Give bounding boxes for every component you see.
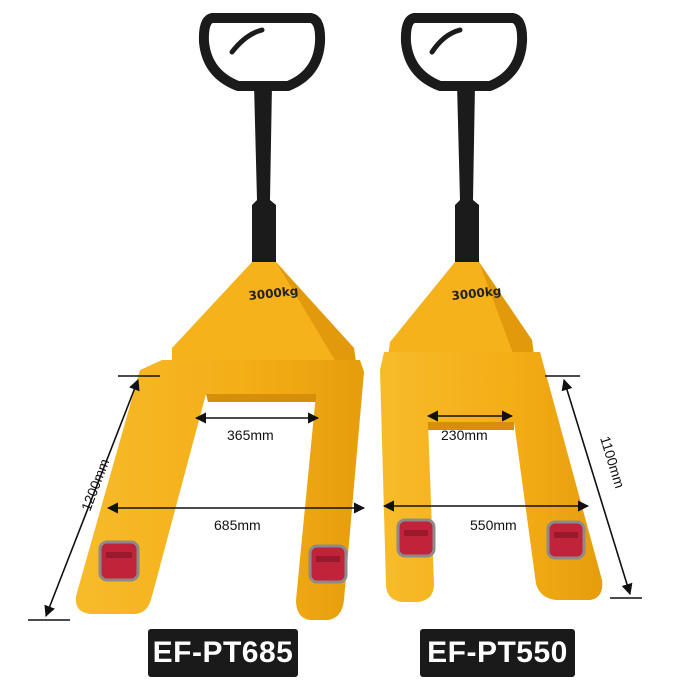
left-inner-width-label: 365mm (227, 427, 274, 443)
left-handle-shaft (252, 84, 276, 262)
left-fork-frame (75, 360, 365, 620)
left-length-line (44, 378, 140, 618)
left-handle-lever (229, 27, 265, 55)
left-model-label: EF-PT685 (148, 629, 298, 677)
left-chassis (172, 262, 356, 362)
right-length-line (561, 378, 633, 596)
left-wheel-right (308, 544, 348, 584)
right-outer-width-label: 550mm (470, 517, 517, 533)
right-wheel-right (546, 520, 586, 560)
right-wheel-left (396, 518, 436, 558)
right-model-label: EF-PT550 (420, 629, 575, 677)
left-outer-width-label: 685mm (214, 517, 261, 533)
left-capacity-label: 3000kg (248, 284, 299, 303)
right-handle-lever (429, 27, 463, 55)
right-fork-frame (380, 352, 603, 602)
right-handle-shaft (455, 84, 479, 262)
right-inner-width-label: 230mm (441, 427, 488, 443)
left-wheel-left (98, 540, 140, 582)
right-pallet-truck: 3000kg (380, 13, 603, 602)
right-handle-grip (400, 13, 528, 91)
right-chassis (388, 262, 534, 356)
right-capacity-label: 3000kg (451, 284, 502, 303)
left-handle-grip (198, 13, 326, 91)
right-length-label: 1100mm (597, 434, 628, 490)
